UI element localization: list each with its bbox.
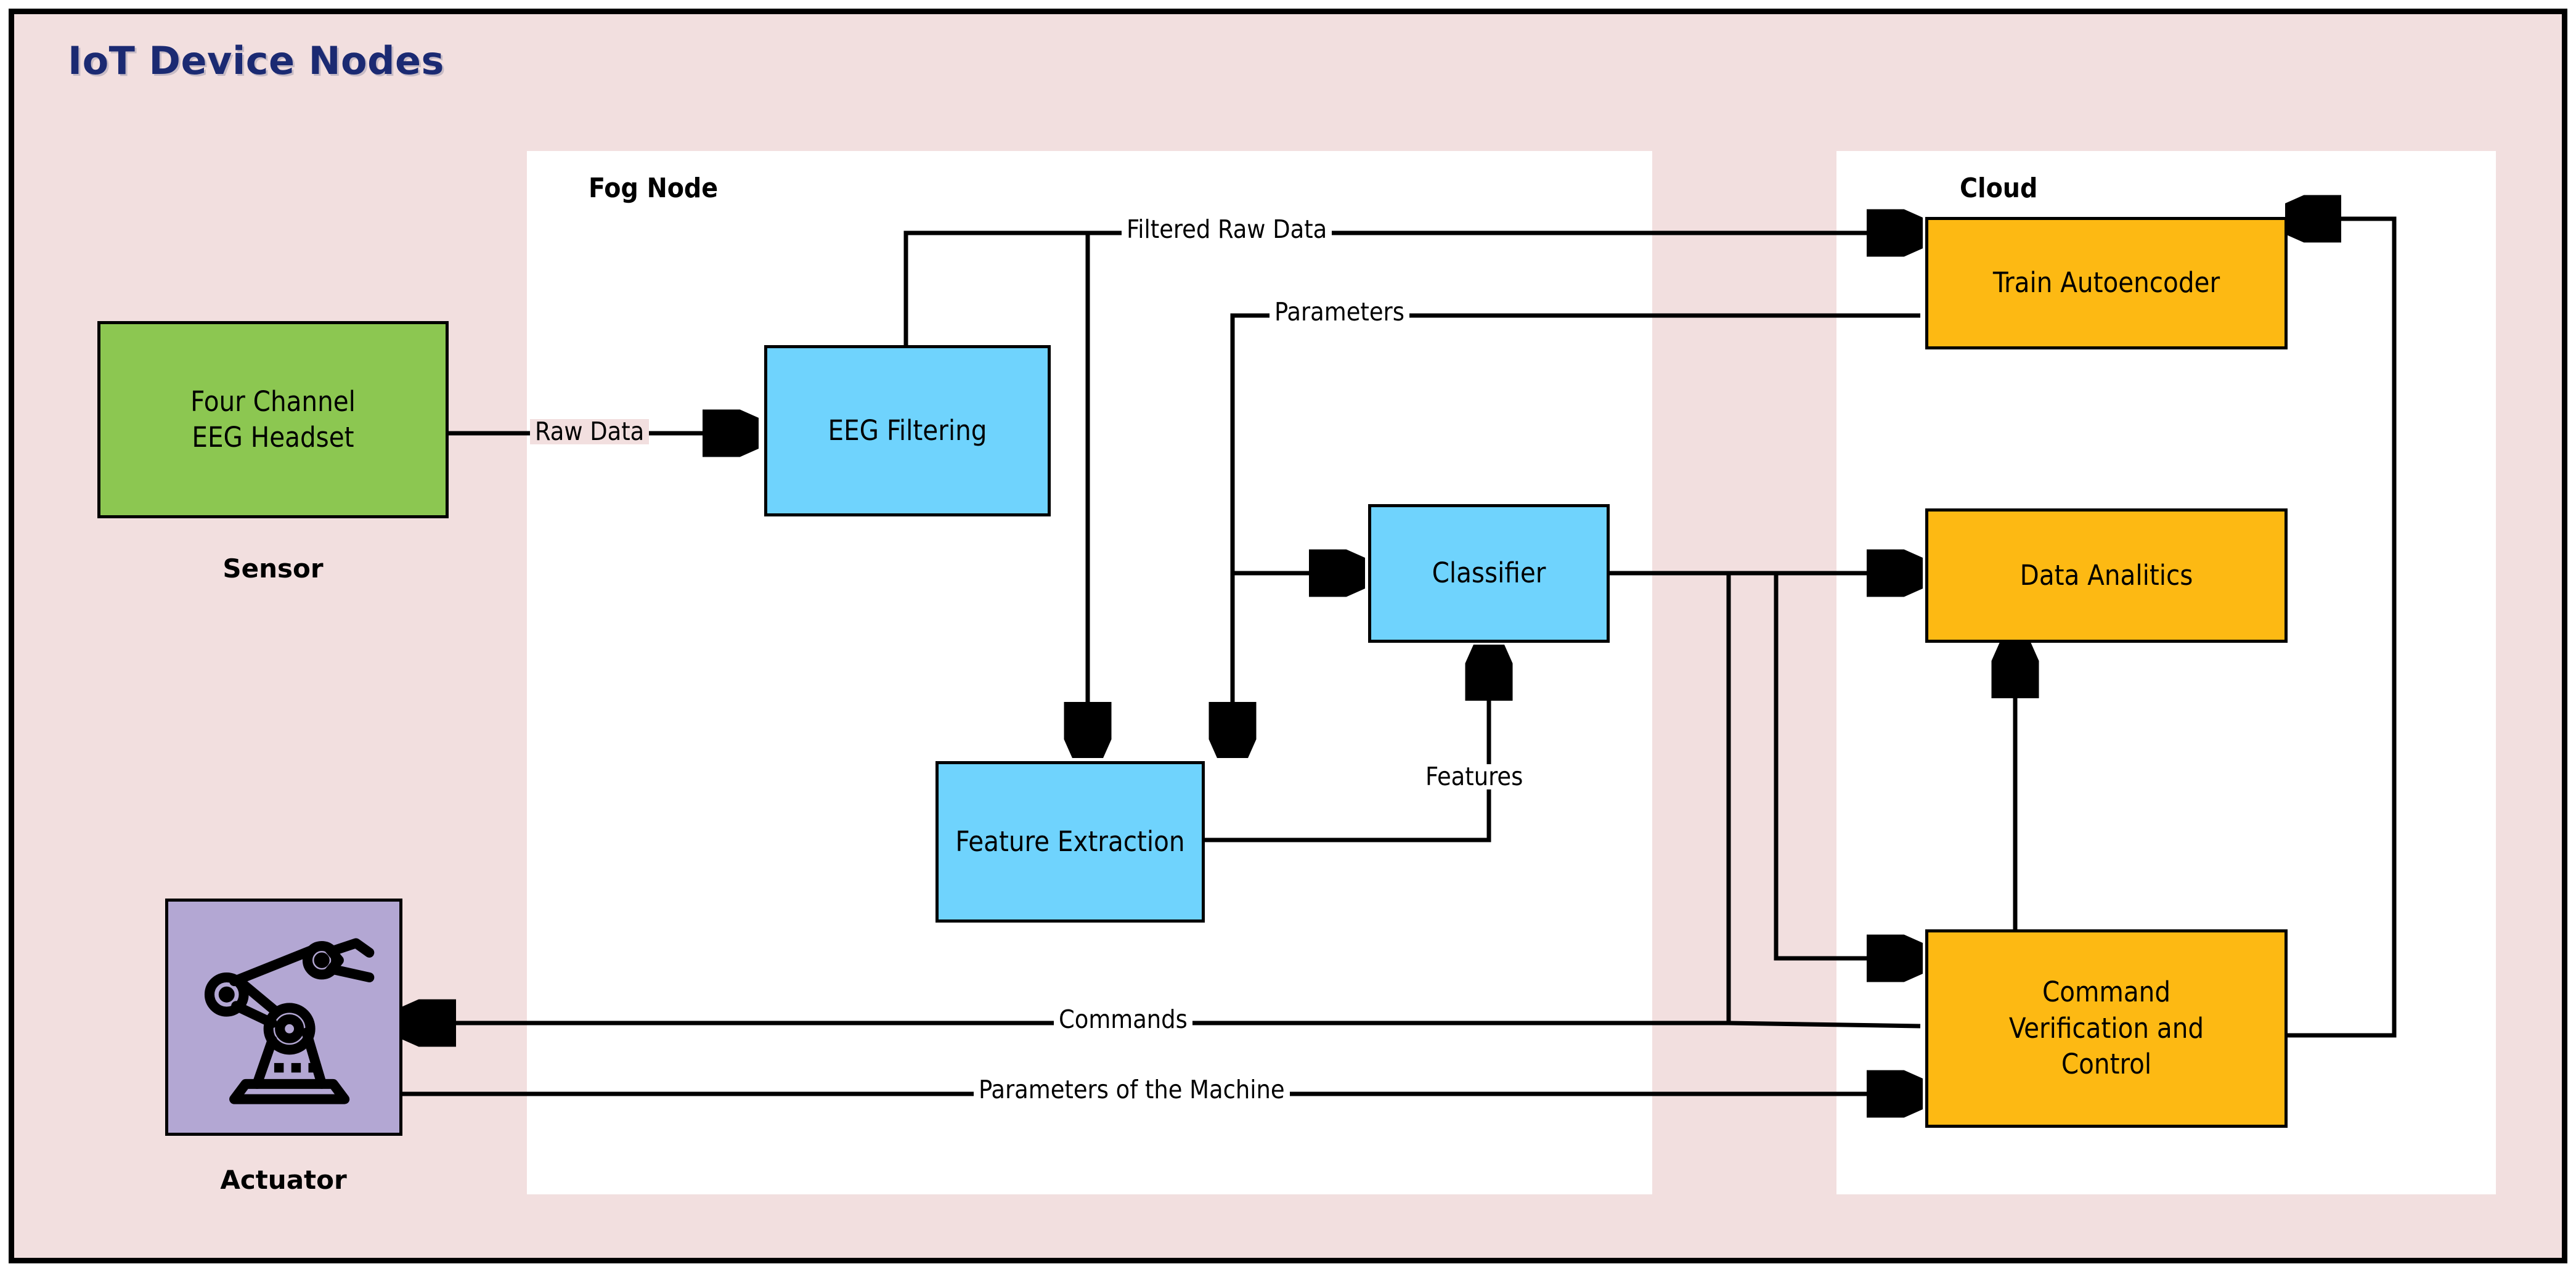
edge-filtered-raw-data bbox=[903, 233, 1920, 345]
node-actuator-caption: Actuator bbox=[220, 1165, 347, 1195]
node-train-autoencoder-label: Train Autoencoder bbox=[1992, 266, 2220, 300]
node-data-analitics-label: Data Analitics bbox=[2020, 558, 2193, 592]
cloud-zone-label: Cloud bbox=[1960, 173, 2038, 204]
node-data-analitics[interactable]: Data Analitics bbox=[1925, 508, 2288, 643]
edge-parameters bbox=[1233, 313, 1920, 756]
node-feature-extraction-label: Feature Extraction bbox=[955, 825, 1185, 858]
edge-label-parameters-of-machine: Parameters of the Machine bbox=[974, 1077, 1290, 1103]
node-sensor-label: Four Channel EEG Headset bbox=[190, 385, 356, 454]
node-classifier[interactable]: Classifier bbox=[1368, 504, 1610, 643]
edge-command-to-autoencoder bbox=[2270, 219, 2397, 1038]
node-eeg-filtering[interactable]: EEG Filtering bbox=[764, 345, 1051, 516]
edge-label-parameters: Parameters bbox=[1270, 300, 1409, 325]
edge-features bbox=[1205, 647, 1489, 842]
node-feature-extraction[interactable]: Feature Extraction bbox=[935, 761, 1205, 923]
node-sensor[interactable]: Four Channel EEG Headset bbox=[97, 321, 449, 518]
edge-classifier-to-command bbox=[1774, 573, 1920, 958]
diagram-title: IoT Device Nodes bbox=[68, 38, 444, 83]
node-train-autoencoder[interactable]: Train Autoencoder bbox=[1925, 217, 2288, 349]
edge-label-commands: Commands bbox=[1054, 1007, 1192, 1032]
node-sensor-caption: Sensor bbox=[222, 553, 324, 584]
robot-arm-icon bbox=[205, 938, 375, 1104]
edge-commands bbox=[402, 1023, 1921, 1026]
edge-label-features: Features bbox=[1420, 764, 1528, 789]
node-command-verification-and-control-label: Command Verification and Control bbox=[2008, 976, 2204, 1081]
edge-label-raw-data: Raw Data bbox=[530, 419, 650, 444]
node-classifier-label: Classifier bbox=[1432, 556, 1546, 590]
node-eeg-filtering-label: EEG Filtering bbox=[828, 414, 987, 447]
fog-node-zone-label: Fog Node bbox=[589, 173, 719, 204]
node-actuator[interactable] bbox=[165, 899, 402, 1136]
node-command-verification-and-control[interactable]: Command Verification and Control bbox=[1925, 929, 2288, 1128]
edge-label-filtered-raw-data: Filtered Raw Data bbox=[1122, 217, 1332, 242]
